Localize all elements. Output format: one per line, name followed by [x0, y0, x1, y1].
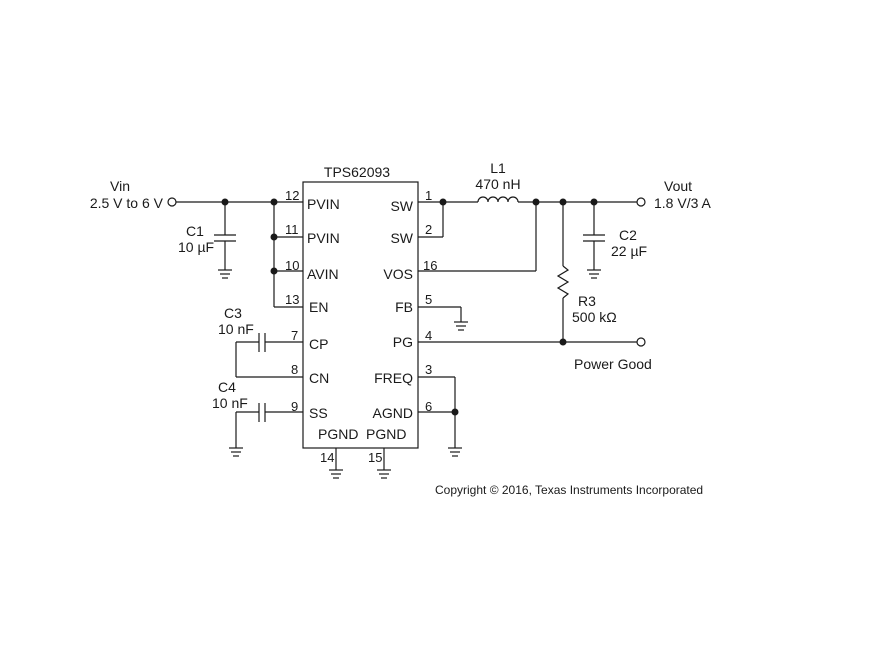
ground-icon [587, 269, 601, 279]
output-network: L1 470 nH Vout 1.8 V/3 A C2 22 µF [418, 160, 711, 457]
ground-icon [448, 447, 462, 457]
pin-name-pgnd-15: PGND [366, 426, 406, 442]
vout-terminal[interactable] [636, 197, 646, 207]
pin-name-agnd: AGND [373, 405, 413, 421]
l1-ref: L1 [490, 160, 506, 176]
pin-num-10: 10 [285, 258, 299, 273]
vin-label: Vin [110, 178, 130, 194]
r3-ref: R3 [578, 293, 596, 309]
ground-icon [377, 469, 391, 479]
pin-name-sw-1: SW [390, 198, 413, 214]
pin-name-pgnd-14: PGND [318, 426, 358, 442]
c3-value: 10 nF [218, 321, 254, 337]
l1-value: 470 nH [475, 176, 520, 192]
c1-ref: C1 [186, 223, 204, 239]
pin-num-4: 4 [425, 328, 432, 343]
capacitor-c4: C4 10 nF [212, 379, 303, 457]
pin-num-11: 11 [285, 222, 299, 237]
pin-num-1: 1 [425, 188, 432, 203]
pin-name-pvin-12: PVIN [307, 196, 340, 212]
pin-num-13: 13 [285, 292, 299, 307]
vin-terminal[interactable] [167, 197, 177, 207]
capacitor-c1: C1 10 µF [178, 202, 236, 279]
power-good-terminal[interactable] [636, 337, 646, 347]
copyright-note: Copyright © 2016, Texas Instruments Inco… [435, 483, 703, 497]
c3-ref: C3 [224, 305, 242, 321]
capacitor-c3: C3 10 nF [218, 305, 303, 378]
capacitor-c2: C2 22 µF [583, 202, 647, 279]
pin-name-sw-2: SW [390, 230, 413, 246]
pin-num-6: 6 [425, 399, 432, 414]
pin-num-14: 14 [320, 450, 334, 465]
c4-ref: C4 [218, 379, 236, 395]
ic-body [302, 181, 419, 449]
pin-num-9: 9 [291, 399, 298, 414]
pin-name-ss: SS [309, 405, 328, 421]
ic-part-label: TPS62093 [324, 164, 390, 180]
pin-name-cn: CN [309, 370, 329, 386]
pin-name-freq: FREQ [374, 370, 413, 386]
vout-label: Vout [664, 178, 692, 194]
ground-icon [229, 447, 243, 457]
vout-spec-label: 1.8 V/3 A [654, 195, 711, 211]
resistor-r3: R3 500 kΩ [556, 202, 617, 342]
vin-range-label: 2.5 V to 6 V [90, 195, 164, 211]
ground-icon [329, 469, 343, 479]
c2-ref: C2 [619, 227, 637, 243]
ground-icon [454, 321, 468, 331]
pin-name-avin: AVIN [307, 266, 339, 282]
pin-name-cp: CP [309, 336, 328, 352]
pin-num-5: 5 [425, 292, 432, 307]
pgnd-grounds [329, 448, 391, 479]
c1-value: 10 µF [178, 239, 214, 255]
pin-num-3: 3 [425, 362, 432, 377]
pin-name-fb: FB [395, 299, 413, 315]
pin-num-15: 15 [368, 450, 382, 465]
c2-value: 22 µF [611, 243, 647, 259]
ground-icon [218, 269, 232, 279]
inductor-l1: L1 470 nH [475, 160, 521, 203]
ic-tps62093: TPS62093 PVIN PVIN AVIN EN CP CN SS 12 1… [285, 164, 437, 465]
pin-num-12: 12 [285, 188, 299, 203]
pin-name-vos: VOS [383, 266, 413, 282]
pin-num-8: 8 [291, 362, 298, 377]
pin-name-en: EN [309, 299, 328, 315]
c4-value: 10 nF [212, 395, 248, 411]
power-good-label: Power Good [574, 356, 652, 372]
input-network: Vin 2.5 V to 6 V [90, 178, 303, 308]
pin-num-2: 2 [425, 222, 432, 237]
pin-num-16: 16 [423, 258, 437, 273]
pin-name-pg: PG [393, 334, 413, 350]
pin-num-7: 7 [291, 328, 298, 343]
r3-value: 500 kΩ [572, 309, 617, 325]
pin-name-pvin-11: PVIN [307, 230, 340, 246]
